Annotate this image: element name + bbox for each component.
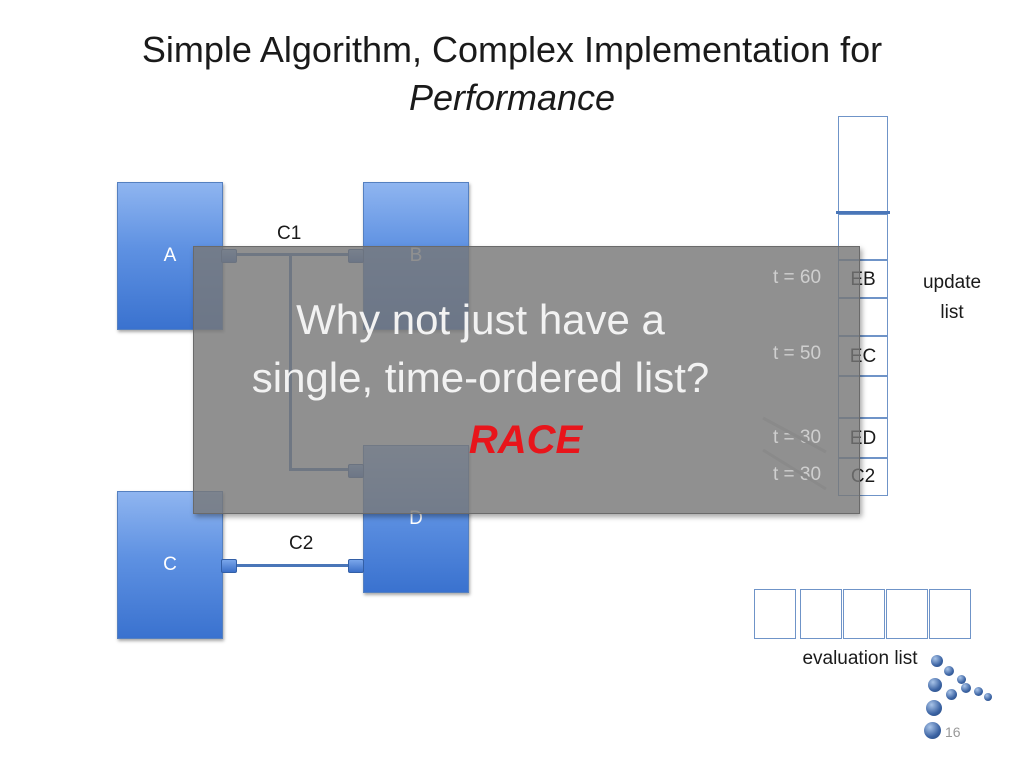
port-d-in-c2 [348, 559, 364, 573]
time-label: t = 50 [773, 343, 822, 364]
update-list-cell-empty [838, 214, 888, 260]
block-c-label: C [163, 554, 177, 575]
title-line-2: Performance [408, 77, 616, 118]
time-label: t = 60 [773, 267, 822, 288]
evaluation-list-slot [929, 589, 971, 639]
evaluation-list-slot [843, 589, 885, 639]
block-a-label: A [163, 245, 177, 266]
evaluation-list-slot [800, 589, 842, 639]
overlay-question: Why not just have a single, time-ordered… [251, 296, 710, 401]
title-line-1: Simple Algorithm, Complex Implementation… [141, 29, 883, 70]
wire-c2 [235, 564, 349, 567]
slide-title: Simple Algorithm, Complex Implementation… [0, 26, 1024, 122]
overlay-answer: RACE [468, 418, 583, 462]
evaluation-list-slot [886, 589, 928, 639]
page-number: 16 [945, 724, 961, 740]
question-overlay [193, 246, 860, 514]
update-list-divider [836, 211, 890, 214]
strike-line-1 [762, 416, 827, 454]
update-list-cell-empty [838, 116, 888, 214]
connection-label-c2: C2 [289, 533, 314, 554]
update-list-label: update list [922, 272, 982, 323]
evaluation-list-slot [754, 589, 796, 639]
strike-line-2 [762, 448, 827, 491]
evaluation-list-label: evaluation list [802, 648, 918, 669]
port-c-out [221, 559, 237, 573]
connection-label-c1: C1 [277, 223, 302, 244]
